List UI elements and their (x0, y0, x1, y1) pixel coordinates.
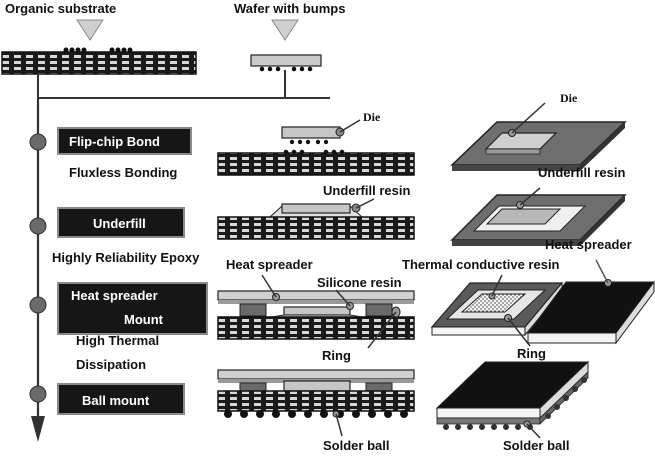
callout-die-iso: Die (560, 91, 578, 105)
step-node-2 (29, 217, 47, 235)
step-caption-high-thermal: High Thermal (76, 333, 160, 348)
step-box-ball-mount: Ball mount (57, 383, 185, 415)
timeline-arrowhead (31, 416, 45, 442)
callout-underfill-resin-iso: Underfill resin (538, 165, 626, 180)
step-caption-reliability-epoxy: Highly Reliability Epoxy (52, 250, 200, 265)
organic-substrate-graphic (1, 47, 197, 75)
heat-spreader-iso-graphic (527, 259, 655, 345)
process-timeline (29, 98, 47, 442)
ball-mount-side-graphic (217, 369, 415, 437)
step-caption-fluxless-bonding: Fluxless Bonding (69, 165, 178, 180)
wafer-with-bumps-label: Wafer with bumps (234, 1, 346, 16)
callout-ring-side: Ring (322, 348, 351, 363)
step-title-ball-mount: Ball mount (82, 393, 150, 408)
flow-connector (37, 70, 330, 99)
step-title-heat-spreader: Heat spreader (71, 288, 158, 303)
step-title-mount: Mount (124, 312, 163, 327)
ring-iso-graphic (430, 274, 564, 347)
callout-solder-ball-side: Solder ball (323, 438, 390, 453)
callout-underfill-resin-side: Underfill resin (323, 183, 411, 198)
callout-die-side: Die (363, 110, 381, 124)
step-title-underfill: Underfill (93, 216, 146, 231)
step-caption-dissipation: Dissipation (76, 357, 147, 372)
flipchip-iso-graphic (450, 102, 627, 171)
ball-mount-iso-graphic (435, 360, 590, 439)
callout-solder-ball-iso: Solder ball (503, 438, 570, 453)
callout-ring-iso: Ring (517, 346, 546, 361)
step-box-underfill: Underfill (57, 207, 185, 238)
heat-spreader-side-graphic (217, 274, 415, 349)
underfill-iso-graphic (450, 187, 627, 246)
wafer-graphic (250, 54, 322, 72)
step-box-flip-chip-bond: Flip-chip Bond (57, 127, 192, 155)
step-title-flip-chip-bond: Flip-chip Bond (69, 134, 160, 149)
step-node-1 (29, 133, 47, 151)
step-box-heat-spreader-mount: Heat spreader Mount (57, 282, 208, 335)
flipchip-side-graphic (217, 119, 415, 176)
callout-silicone-resin: Silicone resin (317, 275, 402, 290)
organic-substrate-arrow (76, 19, 104, 41)
callout-thermal-conductive-resin: Thermal conductive resin (402, 257, 560, 272)
organic-substrate-label: Organic substrate (5, 1, 117, 16)
wafer-arrow (271, 19, 299, 41)
callout-heat-spreader-side: Heat spreader (226, 257, 313, 272)
step-node-3 (29, 296, 47, 314)
step-node-4 (29, 385, 47, 403)
callout-heat-spreader-iso: Heat spreader (545, 237, 632, 252)
underfill-side-graphic (217, 198, 415, 240)
